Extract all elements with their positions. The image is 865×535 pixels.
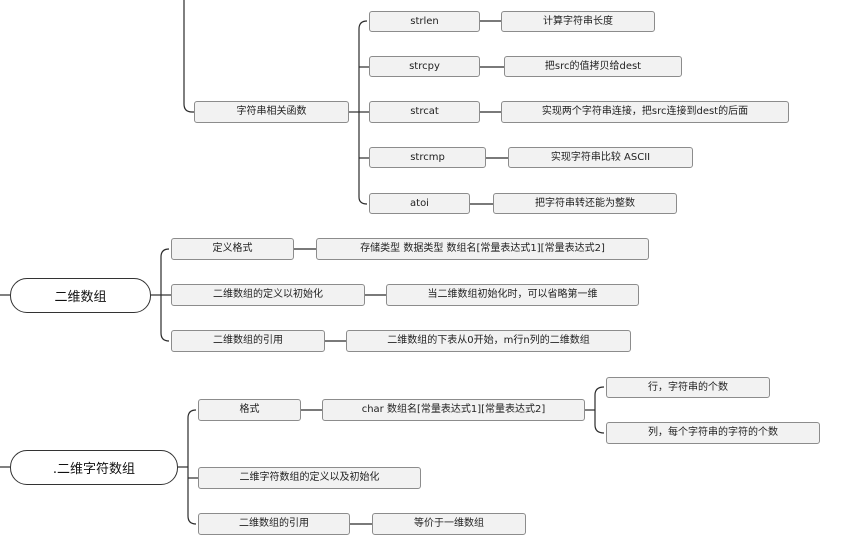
cols-desc: 列，每个字符串的字符的个数 (606, 422, 820, 444)
two-dim-char-array-root: .二维字符数组 (10, 450, 178, 485)
function-strcat: strcat (369, 101, 480, 123)
two-dim-array-format-desc: 存储类型 数据类型 数组名[常量表达式1][常量表达式2] (316, 238, 649, 260)
function-strcpy: strcpy (369, 56, 480, 77)
two-dim-char-array-format-desc: char 数组名[常量表达式1][常量表达式2] (322, 399, 585, 421)
two-dim-char-array-ref: 二维数组的引用 (198, 513, 350, 535)
desc-strcpy: 把src的值拷贝给dest (504, 56, 682, 77)
string-functions-node: 字符串相关函数 (194, 101, 349, 123)
two-dim-array-ref: 二维数组的引用 (171, 330, 325, 352)
two-dim-array-root: 二维数组 (10, 278, 151, 313)
function-atoi: atoi (369, 193, 470, 214)
function-strcmp: strcmp (369, 147, 486, 168)
two-dim-array-init-desc: 当二维数组初始化时，可以省略第一维 (386, 284, 639, 306)
function-strlen: strlen (369, 11, 480, 32)
two-dim-array-format: 定义格式 (171, 238, 294, 260)
two-dim-char-array-ref-desc: 等价于一维数组 (372, 513, 526, 535)
two-dim-array-init: 二维数组的定义以初始化 (171, 284, 365, 306)
desc-strlen: 计算字符串长度 (501, 11, 655, 32)
two-dim-char-array-format: 格式 (198, 399, 301, 421)
two-dim-array-ref-desc: 二维数组的下表从0开始，m行n列的二维数组 (346, 330, 631, 352)
desc-strcmp: 实现字符串比较 ASCII (508, 147, 693, 168)
desc-atoi: 把字符串转还能为整数 (493, 193, 677, 214)
rows-desc: 行，字符串的个数 (606, 377, 770, 398)
two-dim-char-array-init: 二维字符数组的定义以及初始化 (198, 467, 421, 489)
desc-strcat: 实现两个字符串连接，把src连接到dest的后面 (501, 101, 789, 123)
